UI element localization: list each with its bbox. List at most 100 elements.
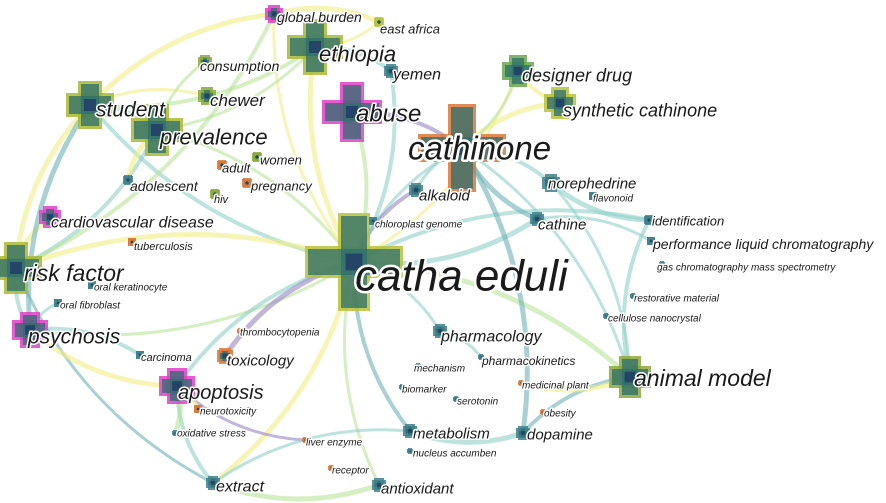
node-biomarker[interactable] (399, 384, 405, 390)
node-pharmacology[interactable] (433, 324, 447, 338)
node-east-africa[interactable] (374, 17, 384, 27)
node-psychosis[interactable] (12, 312, 48, 348)
node-restorative-material[interactable] (630, 293, 636, 299)
node-consumption[interactable] (198, 55, 212, 69)
node-apoptosis[interactable] (159, 368, 195, 404)
node-metabolism[interactable] (403, 424, 417, 438)
node-extract[interactable] (206, 476, 220, 490)
node-chewer[interactable] (198, 87, 216, 105)
edge-student-global-burden (87, 11, 277, 108)
node-chloroplast-genome[interactable] (369, 217, 377, 225)
node-oral-fibroblast[interactable] (54, 299, 62, 307)
label-layer: catha edulicathinoneabuseethiopiaprevale… (23, 7, 876, 498)
label-oral-keratinocyte: oral keratinocyte (94, 283, 168, 294)
node-oral-keratinocyte[interactable] (88, 281, 96, 289)
label-hiv: hiv (214, 194, 230, 206)
edge-cathine-performance-liquid-chromatography (535, 215, 653, 243)
label-designer-drug: designer drug (522, 65, 632, 85)
node-yemen[interactable] (384, 64, 398, 78)
label-metabolism: metabolism (413, 425, 490, 442)
node-catha-eduli[interactable] (305, 213, 403, 311)
label-nucleus-accumben: nucleus accumben (413, 449, 497, 460)
label-apoptosis: apoptosis (178, 382, 264, 404)
label-neurotoxicity: neurotoxicity (200, 407, 257, 418)
edge-global-burden-east-africa (271, 5, 382, 25)
label-adolescent: adolescent (130, 178, 199, 194)
label-serotonin: serotonin (457, 397, 499, 408)
node-pregnancy[interactable] (242, 178, 252, 188)
label-carcinoma: carcinoma (141, 352, 192, 364)
node-identification[interactable] (644, 215, 654, 225)
node-adolescent[interactable] (123, 175, 133, 185)
node-nucleus-accumben[interactable] (407, 448, 413, 454)
node-receptor[interactable] (328, 465, 334, 471)
node-tuberculosis[interactable] (128, 238, 136, 246)
node-toxicology[interactable] (217, 348, 233, 364)
node-pharmacokinetics[interactable] (478, 354, 484, 360)
node-ethiopia[interactable] (287, 19, 343, 75)
node-layer (0, 5, 665, 492)
label-cathinone: cathinone (408, 130, 551, 167)
label-thrombocytopenia: thrombocytopenia (240, 328, 320, 339)
node-cathine[interactable] (530, 212, 544, 226)
node-designer-drug[interactable] (502, 55, 534, 87)
label-biomarker: biomarker (402, 385, 447, 396)
edge-norephedrine-identification (548, 180, 652, 223)
label-pharmacology: pharmacology (440, 329, 543, 346)
node-gcms[interactable] (659, 261, 665, 267)
edge-risk-factor-extract (14, 266, 215, 485)
node-flavonoid[interactable] (589, 192, 597, 200)
edge-metabolism-dopamine (407, 428, 526, 445)
label-norephedrine: norephedrine (548, 175, 636, 192)
node-synthetic-cathinone[interactable] (544, 87, 576, 119)
node-norephedrine[interactable] (542, 174, 560, 192)
label-abuse: abuse (356, 100, 421, 127)
label-tuberculosis: tuberculosis (134, 241, 193, 253)
label-cathine: cathine (538, 216, 586, 233)
label-cardiovascular-disease: cardiovascular disease (51, 215, 214, 232)
node-oxidative-stress[interactable] (172, 430, 178, 436)
edge-risk-factor-global-burden (14, 12, 276, 270)
label-global-burden: global burden (277, 9, 362, 25)
node-dopamine[interactable] (516, 426, 530, 440)
edge-catha-eduli-global-burden (272, 12, 356, 264)
node-hiv[interactable] (210, 189, 220, 199)
label-mechanism: mechanism (414, 364, 465, 375)
node-carcinoma[interactable] (136, 351, 144, 359)
node-performance-liquid-chromatography[interactable] (647, 237, 655, 245)
node-alkaloid[interactable] (409, 183, 423, 197)
node-cardiovascular-disease[interactable] (39, 206, 61, 228)
node-thrombocytopenia[interactable] (237, 328, 243, 334)
node-mechanism[interactable] (415, 363, 421, 369)
label-consumption: consumption (200, 58, 280, 74)
node-risk-factor[interactable] (0, 242, 42, 294)
label-dopamine: dopamine (527, 426, 593, 443)
node-adult[interactable] (217, 160, 227, 170)
node-obesity[interactable] (540, 409, 546, 415)
node-abuse[interactable] (322, 82, 382, 142)
node-student[interactable] (66, 81, 114, 129)
label-ethiopia: ethiopia (319, 42, 396, 67)
label-pharmacokinetics: pharmacokinetics (481, 354, 575, 368)
label-risk-factor: risk factor (24, 260, 125, 286)
label-antioxidant: antioxidant (381, 480, 454, 497)
node-neurotoxicity[interactable] (194, 405, 202, 413)
node-serotonin[interactable] (453, 396, 459, 402)
label-pregnancy: pregnancy (250, 179, 313, 194)
node-global-burden[interactable] (265, 5, 283, 23)
label-prevalence: prevalence (159, 125, 268, 150)
node-antioxidant[interactable] (372, 478, 386, 492)
node-prevalence[interactable] (131, 104, 183, 156)
node-liver-enzyme[interactable] (302, 437, 308, 443)
label-toxicology: toxicology (227, 352, 295, 369)
label-women: women (260, 153, 302, 168)
label-east-africa: east africa (380, 22, 440, 37)
node-cathinone[interactable] (418, 104, 506, 192)
node-women[interactable] (252, 152, 262, 162)
node-cellulose-nanocrystal[interactable] (603, 313, 609, 319)
label-animal-model: animal model (634, 365, 772, 391)
label-chloroplast-genome: chloroplast genome (375, 220, 463, 231)
node-animal-model[interactable] (609, 356, 651, 398)
node-medicinal-plant[interactable] (518, 380, 524, 386)
